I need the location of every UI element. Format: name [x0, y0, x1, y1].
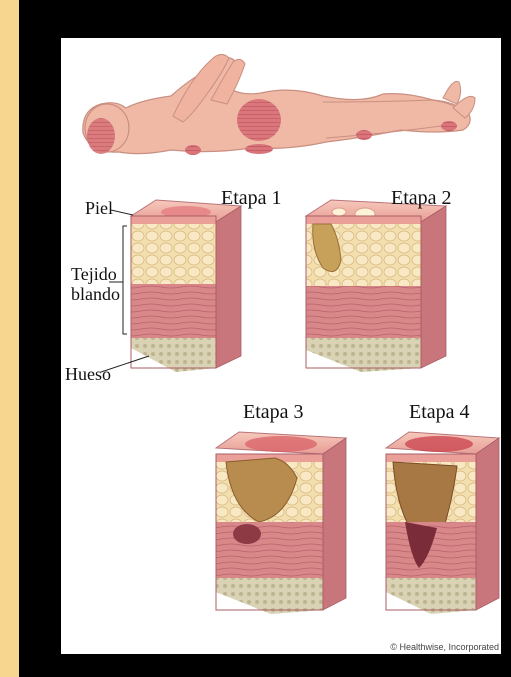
stage-3-title: Etapa 3 — [243, 402, 304, 422]
soft-tissue-label-line2: blando — [71, 284, 120, 304]
black-frame: Piel Tejido blando Hueso Etapa 1 Etapa 2… — [19, 0, 511, 677]
copyright-credit: © Healthwise, Incorporated — [390, 642, 499, 652]
illustration-panel: Piel Tejido blando Hueso Etapa 1 Etapa 2… — [61, 38, 501, 654]
reclining-body-figure — [83, 54, 475, 153]
stage-1-tissue-block — [131, 200, 241, 372]
stage-4-title: Etapa 4 — [409, 402, 470, 422]
soft-tissue-label-line1: Tejido — [71, 264, 117, 284]
skin-label: Piel — [85, 198, 113, 218]
bone-label: Hueso — [65, 364, 111, 384]
stage-4-tissue-block — [386, 432, 499, 614]
stage-3-tissue-block — [216, 432, 346, 614]
illustration-svg — [61, 38, 501, 654]
stage-2-tissue-block — [306, 200, 446, 372]
stage-2-title: Etapa 2 — [391, 188, 452, 208]
stage-1-title: Etapa 1 — [221, 188, 282, 208]
